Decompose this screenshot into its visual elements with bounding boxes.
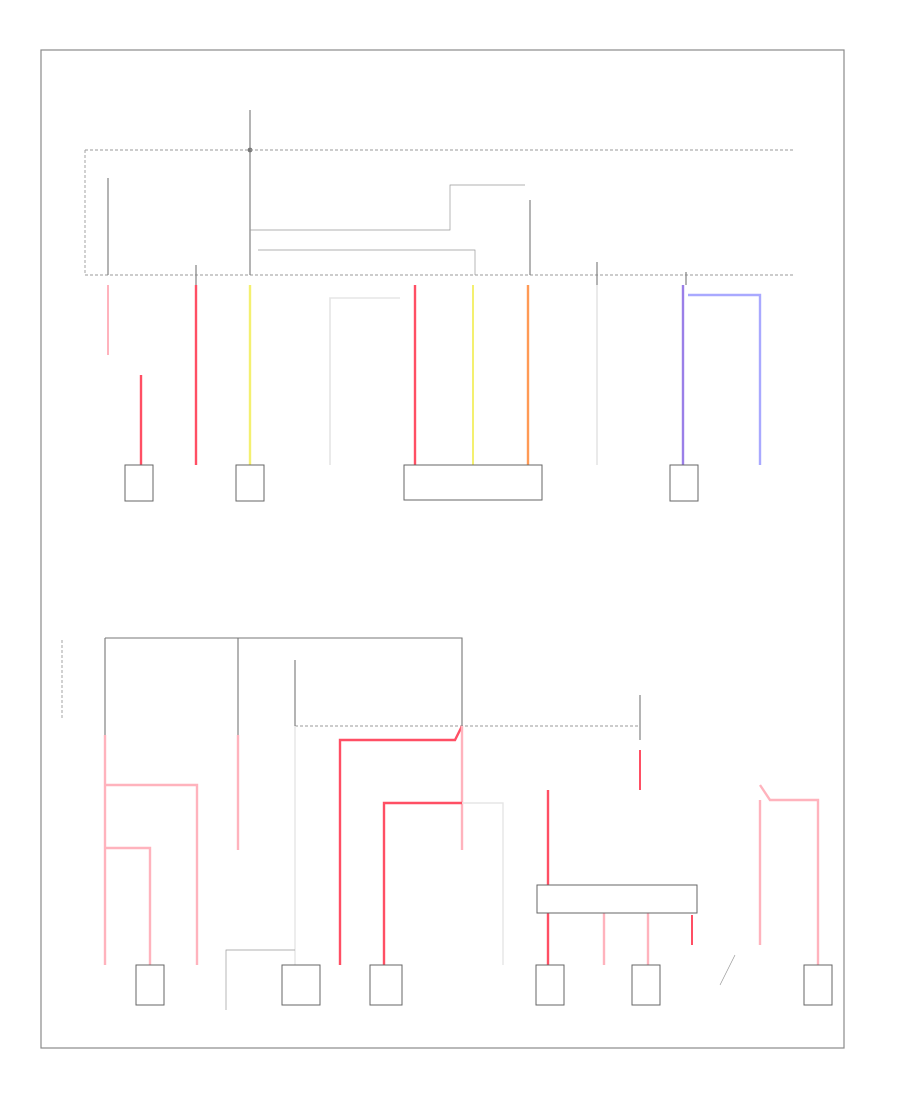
top-fuse-box bbox=[84, 149, 795, 276]
instrument-cluster-box bbox=[403, 464, 543, 501]
top-power-distribution bbox=[84, 110, 795, 502]
diagram-frame bbox=[40, 49, 845, 1049]
bottom-fuse-box bbox=[61, 640, 640, 727]
bottom-power-distribution bbox=[61, 637, 833, 1010]
